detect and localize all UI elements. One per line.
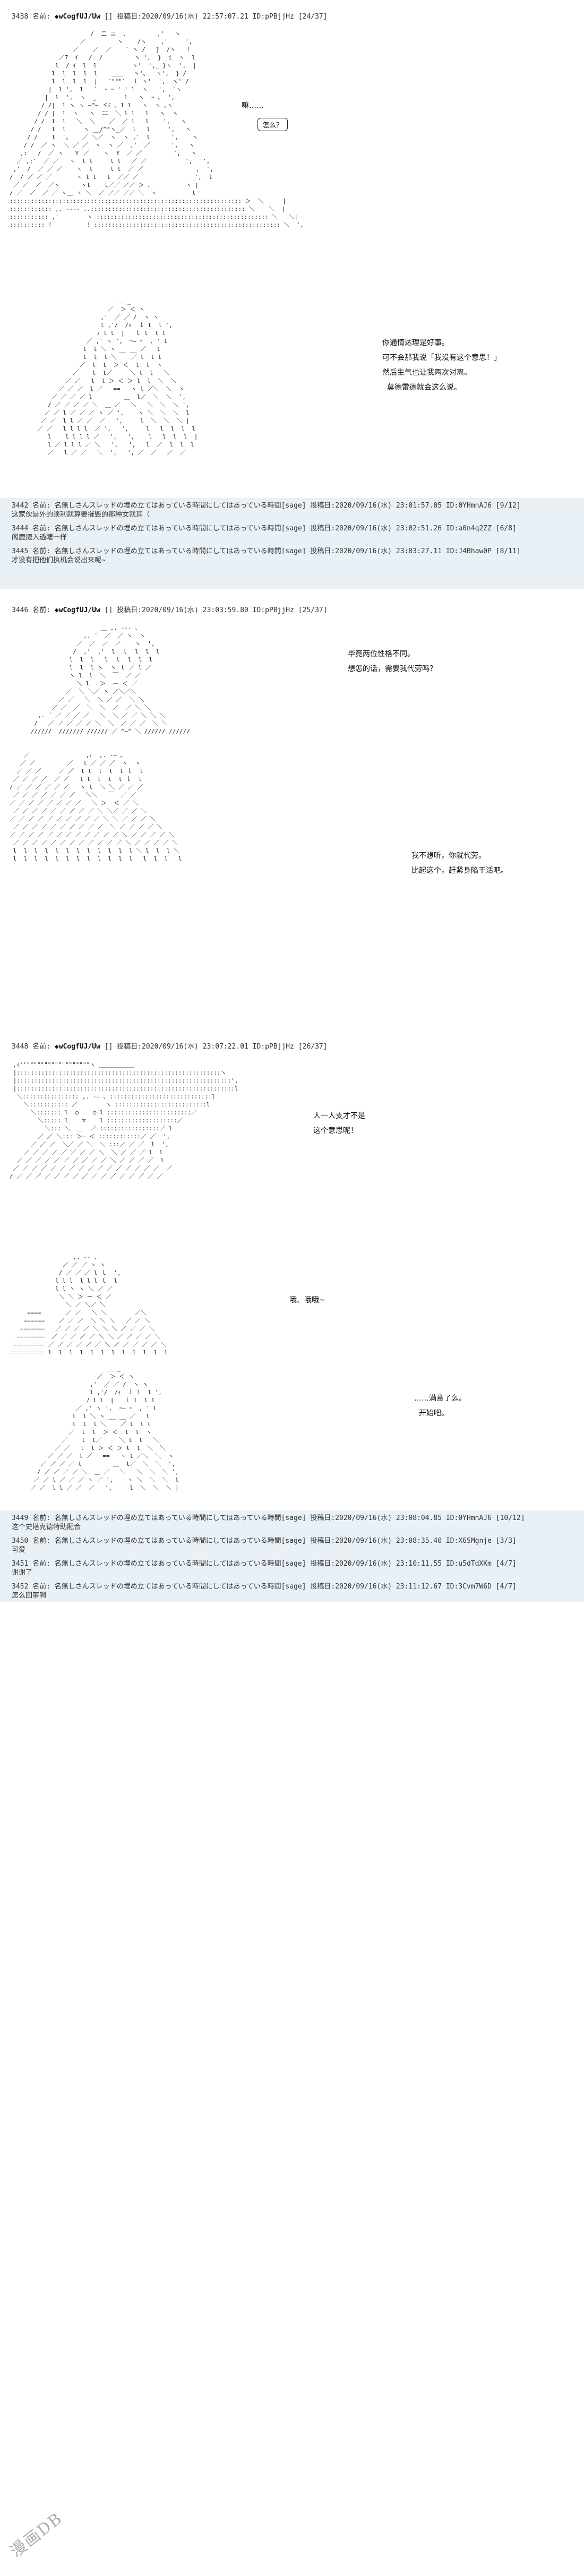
post-number: 3448: [12, 1043, 29, 1051]
reply-body: 这个史塔克德特助配合: [12, 1523, 81, 1531]
reply-header: 3451 名前: 名無しさんスレッドの埋め立てはあっている時間にしてはあっている…: [12, 1560, 517, 1568]
reply-header: 3444 名前: 名無しさんスレッドの埋め立てはあっている時間にしてはあっている…: [12, 525, 517, 533]
reply-body: 才没有把他们执机会说出来呢~: [12, 556, 106, 564]
ascii-art-panel: ,ｨ''""""""""""""""""""ヽ ＿＿＿＿＿＿ |::::::::…: [10, 1061, 238, 1180]
dialogue-text: 嘛……: [242, 101, 264, 110]
post-trip[interactable]: ◆wCogfUJ/Uw: [54, 606, 100, 614]
dialogue-text: 哦、哦哦~: [289, 1296, 325, 1304]
reply-header: 3452 名前: 名無しさんスレッドの埋め立てはあっている時間にしてはあっている…: [12, 1583, 517, 1591]
speech-bubble: 怎么？: [257, 118, 288, 131]
reply-block: 3442 名前: 名無しさんスレッドの埋め立てはあっている時間にしてはあっている…: [0, 498, 584, 589]
post-date: [] 投稿日:2020/09/16(水) 23:03:59.80 ID:pPBj…: [104, 606, 328, 614]
post-number: 3438: [12, 13, 29, 21]
dialogue-text: 你通情达理是好事。 可不会那我说「我没有这个意思！」 然后生气也让我两次对离。 …: [382, 339, 501, 392]
ascii-art-panel: ＿ ,. --- 、 ,. ´ ／ ／ ヽ ヽ ／ ／ ／ ／ ヽ ', / ,…: [30, 624, 190, 735]
watermark-logo: 漫画DB: [6, 2509, 66, 2561]
reply-body: 阁鹿捷入透瞎一样: [12, 534, 67, 542]
ascii-art-panel: ／ ,ｨ ,. -― ､ ／ ／ ／ l ／ ／ ／ ヽ ヽ ／ ／ ／ ／ ／…: [10, 752, 182, 862]
ascii-art-panel: ,. -- 、 ／ ／ ／ ヽ ヽ / ／ ／ ／ l ｌ ', l l l l…: [10, 1253, 168, 1356]
post-header: 3448 名前: ◆wCogfUJ/Uw [] 投稿日:2020/09/16(水…: [12, 1041, 328, 1051]
post-name-label: 名前:: [32, 606, 50, 614]
dialogue-text: 毕竟两位性格不同。 想怎的话，需要我代劳吗？: [348, 650, 437, 673]
post-name-label: 名前:: [32, 13, 50, 21]
ascii-art-panel: ＿ _ ／ ＞ ＜ ヽ ,' ／ ／ / ヽ ヽ l ,'/ /ｨ ｌ l l …: [37, 298, 198, 456]
ascii-art-panel: ＿ _ ／ ＞ ＜ ヽ ,' ／ ／ / ヽ ヽ l ,'/ /ｨ ｌ l l …: [30, 1365, 179, 1491]
ascii-art-panel: / 二 ニ 、 ,' ヽ ／ ヽ /ヽ ,' ', ／ ／ ／ ` ヽ / } …: [10, 30, 304, 228]
reply-header: 3445 名前: 名無しさんスレッドの埋め立てはあっている時間にしてはあっている…: [12, 547, 521, 555]
dialogue-text: 人一人支才不是 这个意思呢！: [313, 1112, 365, 1135]
reply-header: 3449 名前: 名無しさんスレッドの埋め立てはあっている時間にしてはあっている…: [12, 1514, 525, 1522]
post-date: [] 投稿日:2020/09/16(水) 23:07:22.01 ID:pPBj…: [104, 1043, 328, 1051]
reply-body: 可爱: [12, 1546, 26, 1554]
reply-header: 3450 名前: 名無しさんスレッドの埋め立てはあっている時間にしてはあっている…: [12, 1537, 517, 1545]
reply-body: 谢谢了: [12, 1569, 33, 1577]
post-number: 3446: [12, 606, 29, 614]
post-header: 3438 名前: ◆wCogfUJ/Uw [] 投稿日:2020/09/16(水…: [12, 11, 328, 21]
post-trip[interactable]: ◆wCogfUJ/Uw: [54, 1043, 100, 1051]
post-name-label: 名前:: [32, 1043, 50, 1051]
dialogue-text: 我不想听，你就代劳。 比起这个，赶紧身陷干活吧。: [411, 852, 508, 875]
post-date: [] 投稿日:2020/09/16(水) 22:57:07.21 ID:pPBj…: [104, 13, 328, 21]
reply-body: 这家伙是外的须利就算要摧毁的那种女就耳（: [12, 511, 150, 519]
dialogue-text: ……满意了么。 开始吧。: [414, 1394, 466, 1418]
reply-header: 3442 名前: 名無しさんスレッドの埋め立てはあっている時間にしてはあっている…: [12, 502, 521, 510]
reply-block: 3449 名前: 名無しさんスレッドの埋め立てはあっている時間にしてはあっている…: [0, 1510, 584, 1602]
post-trip[interactable]: ◆wCogfUJ/Uw: [54, 13, 100, 21]
post-header: 3446 名前: ◆wCogfUJ/Uw [] 投稿日:2020/09/16(水…: [12, 604, 328, 614]
reply-body: 怎么回事啊: [12, 1592, 47, 1600]
